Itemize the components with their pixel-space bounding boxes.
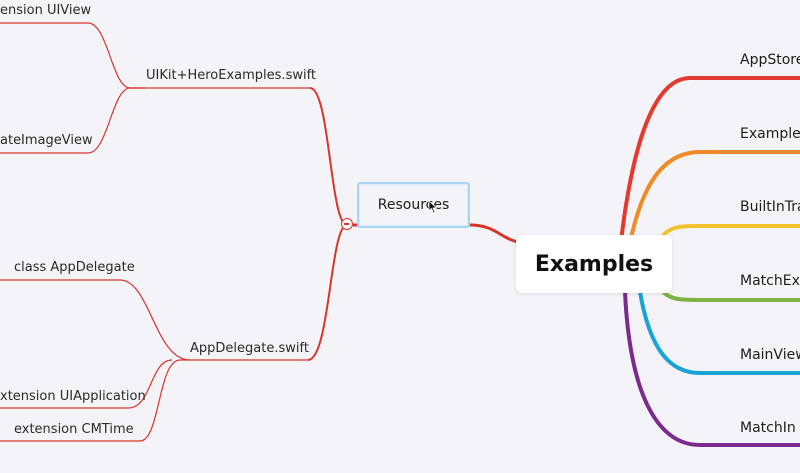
topic-resources-label: Resources bbox=[377, 197, 450, 213]
connector-uikit-to-resources bbox=[309, 87, 348, 226]
topic-class-appdelegate[interactable]: class AppDelegate bbox=[14, 260, 135, 275]
connector-appdelegate-to-resources bbox=[307, 224, 348, 361]
connector-matchex bbox=[658, 286, 800, 302]
connector-imageview bbox=[0, 87, 146, 154]
topic-example[interactable]: Example bbox=[740, 126, 800, 142]
connector-mainview bbox=[638, 290, 800, 375]
topic-builtin[interactable]: BuiltInTra bbox=[740, 199, 800, 215]
mouse-pointer-icon bbox=[428, 200, 438, 214]
topic-uikit-heroexamples[interactable]: UIKit+HeroExamples.swift bbox=[146, 68, 317, 83]
topic-matchex[interactable]: MatchEx bbox=[740, 273, 800, 289]
connector-uiview bbox=[0, 22, 146, 89]
connector-appstore bbox=[618, 76, 800, 252]
topic-appdelegate-swift[interactable]: AppDelegate.swift bbox=[190, 341, 309, 356]
connector-uiapplication bbox=[0, 359, 173, 409]
connector-cmtime bbox=[0, 359, 181, 442]
connector-matchin bbox=[623, 290, 800, 447]
connector-class-appdelegate bbox=[0, 279, 191, 361]
topic-extension-uiapplication[interactable]: xtension UIApplication bbox=[0, 389, 146, 404]
central-topic-label: Examples bbox=[534, 251, 654, 277]
topic-resources-selected[interactable]: Resources bbox=[357, 182, 470, 228]
central-topic[interactable]: Examples bbox=[516, 235, 672, 293]
topic-appstore[interactable]: AppStore bbox=[740, 52, 800, 68]
topic-extension-cmtime[interactable]: extension CMTime bbox=[14, 422, 134, 437]
connector-builtin bbox=[658, 224, 800, 242]
topic-matchin[interactable]: MatchIn bbox=[740, 420, 796, 436]
topic-extension-uiview[interactable]: ension UIView bbox=[0, 3, 92, 18]
collapse-minus-icon[interactable] bbox=[341, 218, 353, 230]
connector-resources-to-central bbox=[353, 223, 519, 244]
topic-extension-imageview[interactable]: ateImageView bbox=[0, 133, 93, 148]
connector-example bbox=[626, 150, 800, 254]
topic-mainview[interactable]: MainView bbox=[740, 347, 800, 363]
